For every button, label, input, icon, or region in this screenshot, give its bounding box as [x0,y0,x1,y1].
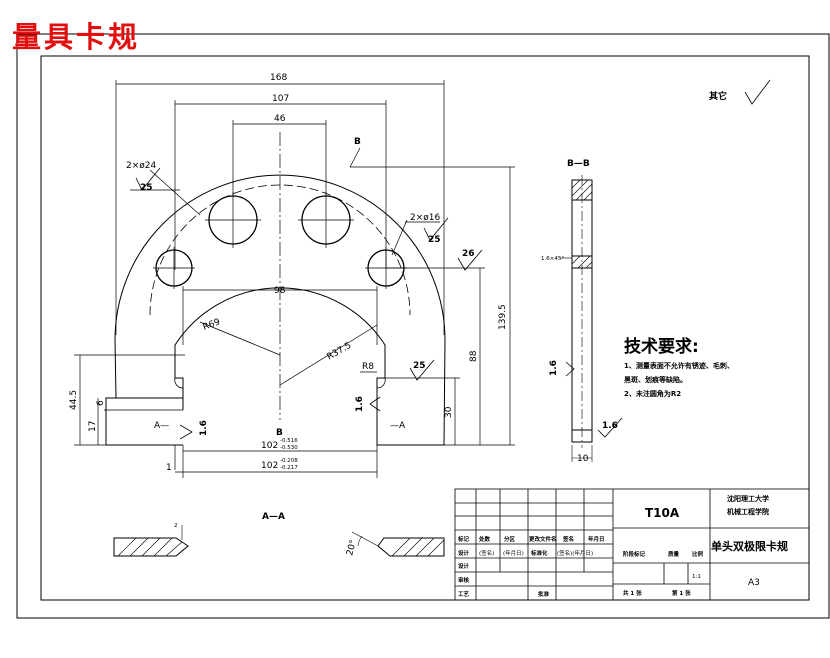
section-aa-right [351,531,445,557]
section-bb-hatch [571,179,593,269]
tech-line-1: 1、测量表面不允许有锈迹、毛刺、 [624,361,734,370]
material-code: T10A [645,506,680,520]
dim-10: 10 [577,454,589,464]
ra-1-6-c: 1.6 [549,360,559,376]
section-aa-label: A—A [262,512,285,522]
dim-88: 88 [469,350,479,362]
label-a-right: —A [390,421,406,431]
dim-thick-2: 2 [174,523,178,529]
tech-line-2: 黑斑、划痕等缺陷。 [624,375,687,384]
left-dimensions [74,354,185,446]
tol2-lower: -0.217 [280,465,298,471]
tb-header-2: 处数 [478,535,491,543]
dim-angle-20: 20° [345,539,359,557]
ra-25-c: 25 [413,361,426,371]
dim-r37-5: R37.5 [326,341,354,363]
dim-46: 46 [274,114,286,124]
chamfer-callout: 1.6×45° [541,256,564,262]
tb-row-design-date: (年月日) [503,549,524,557]
tol1-lower: -0.530 [280,445,298,451]
tb-stage-mark: 阶段标记 [623,550,646,558]
tb-header-5: 签名 [562,535,574,543]
tol2-upper: -0.208 [280,458,298,464]
other-roughness-label: 其它 [709,90,727,102]
school-name-1: 沈阳理工大学 [727,494,769,503]
tol1-upper: -0.516 [280,438,298,444]
dim-6: 6 [96,400,106,406]
label-b-top: B [354,137,361,147]
ra-25-b: 25 [428,235,441,245]
roughness-symbols [135,79,771,440]
hole-16-callout: 2×ø16 [410,213,440,223]
title-block [454,488,810,601]
dim-44-5: 44.5 [69,390,79,410]
tb-weight: 质量 [668,550,680,558]
tb-sheet-number: 第 1 张 [672,589,691,597]
tech-heading: 技术要求: [624,336,699,357]
label-a-left: A— [154,421,169,431]
ra-1-6-d: 1.6 [602,421,618,431]
tol2-base: 102 [261,461,278,471]
tb-row-standard-sign: (签名)(年月日) [557,549,593,557]
dim-107: 107 [272,94,289,104]
tb-header-4: 更改文件名 [529,535,557,543]
tb-header-1: 标记 [457,535,470,543]
dim-139-5: 139.5 [498,304,508,330]
tech-line-3: 2、未注圆角为R2 [624,389,681,398]
dim-17: 17 [88,421,98,432]
section-aa-left [113,525,189,557]
tol1-base: 102 [261,441,278,451]
tb-row-drawn: 设计 [458,562,470,570]
section-bb-view [560,175,593,462]
tb-row-design-sign: (签名) [479,549,494,557]
dim-30: 30 [444,406,454,418]
dim-1: 1 [166,463,172,473]
outer-frame [16,33,830,619]
right-dimensions [350,166,515,446]
top-dimensions [115,80,445,345]
label-b-bottom: B [276,428,283,438]
tb-ratio: 比例 [692,550,704,558]
scale-value: 1:1 [692,574,701,580]
section-aa-left-hatch [117,537,183,557]
tb-row-review: 审核 [458,576,470,584]
bottom-dimensions [174,445,378,478]
ra-1-6-a: 1.6 [199,420,209,436]
tb-row-process: 工艺 [458,590,470,598]
dim-98: 98 [274,286,286,296]
tb-header-6: 年月日 [588,535,605,543]
section-aa-right-hatch [391,537,445,557]
part-name: 单头双极限卡规 [711,539,788,553]
school-name-2: 机械工程学院 [727,507,769,516]
inner-frame [40,55,810,601]
ra-1-6-b: 1.6 [355,396,365,412]
hole-24-callout: 2×ø24 [126,161,156,171]
sheet-size: A3 [748,578,760,588]
dim-r69: R69 [202,317,222,333]
bolt-circle-centerline [149,184,411,316]
dim-168: 168 [270,73,287,83]
drawing-title: 量具卡规 [12,20,141,54]
dim-r8: R8 [362,362,374,372]
section-bb-label: B—B [567,159,590,169]
ra-25-a: 25 [140,183,153,193]
tb-row-approve: 批准 [538,590,550,598]
tb-total-sheets: 共 1 张 [623,589,642,597]
gauge-part-outline [105,174,446,446]
tb-row-design: 设计 [458,549,470,557]
tb-header-3: 分区 [504,535,516,543]
tb-row-standard: 标准化 [530,549,548,557]
ra-26: 26 [462,249,475,259]
radius-leaders [130,147,440,386]
